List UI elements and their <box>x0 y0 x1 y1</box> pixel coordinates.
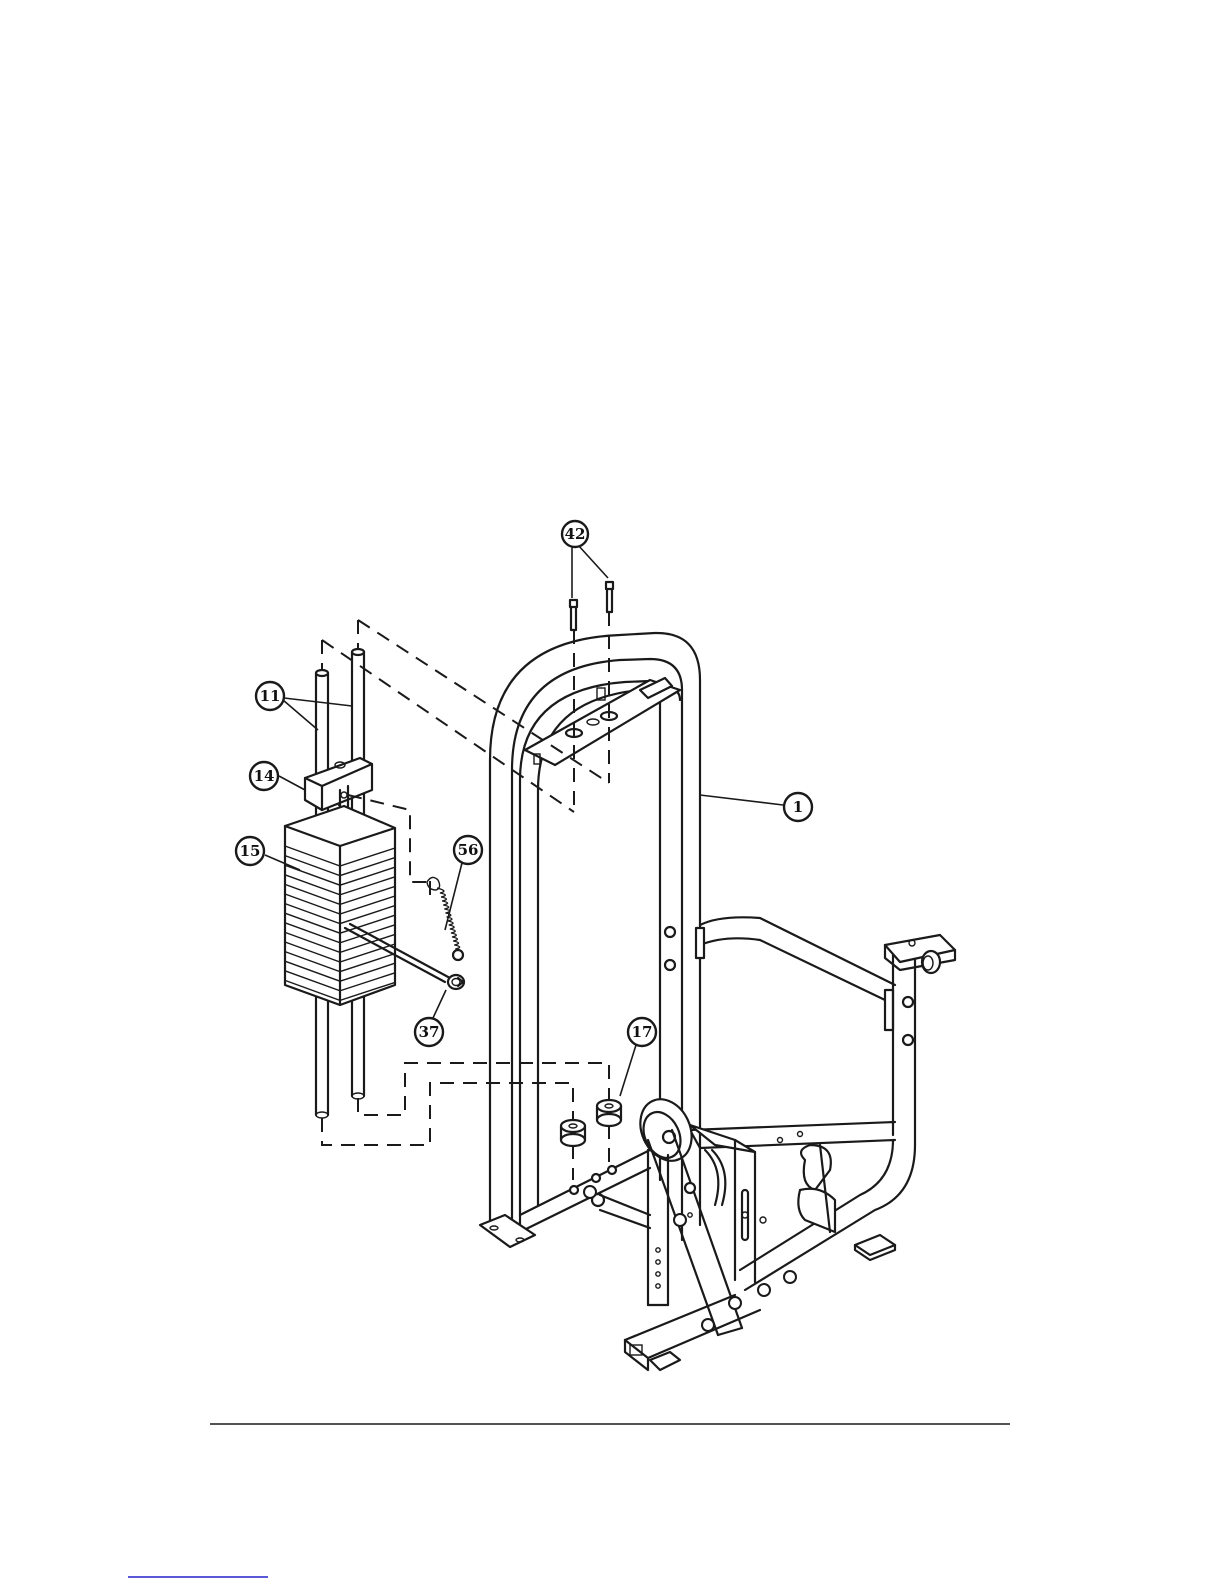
lanyard-cable <box>427 877 463 960</box>
bolts <box>570 582 613 630</box>
svg-text:1: 1 <box>793 798 803 816</box>
callout-37: 37 <box>415 1018 443 1046</box>
adjust-knob-icon <box>922 951 940 973</box>
svg-text:17: 17 <box>632 1023 653 1041</box>
svg-text:11: 11 <box>260 687 281 705</box>
callout-15: 15 <box>236 837 264 865</box>
callout-14: 14 <box>250 762 278 790</box>
callout-56: 56 <box>454 836 482 864</box>
svg-text:56: 56 <box>458 841 479 859</box>
svg-text:42: 42 <box>565 525 586 543</box>
spacers <box>561 1100 621 1146</box>
callout-11: 11 <box>256 682 284 710</box>
callout-1: 1 <box>784 793 812 821</box>
callout-42: 42 <box>562 521 588 547</box>
svg-text:37: 37 <box>419 1023 440 1041</box>
callout-17: 17 <box>628 1018 656 1046</box>
arm-assembly <box>584 1091 895 1370</box>
svg-text:15: 15 <box>240 842 261 860</box>
weight-stack <box>285 806 395 1005</box>
svg-text:14: 14 <box>254 767 275 785</box>
